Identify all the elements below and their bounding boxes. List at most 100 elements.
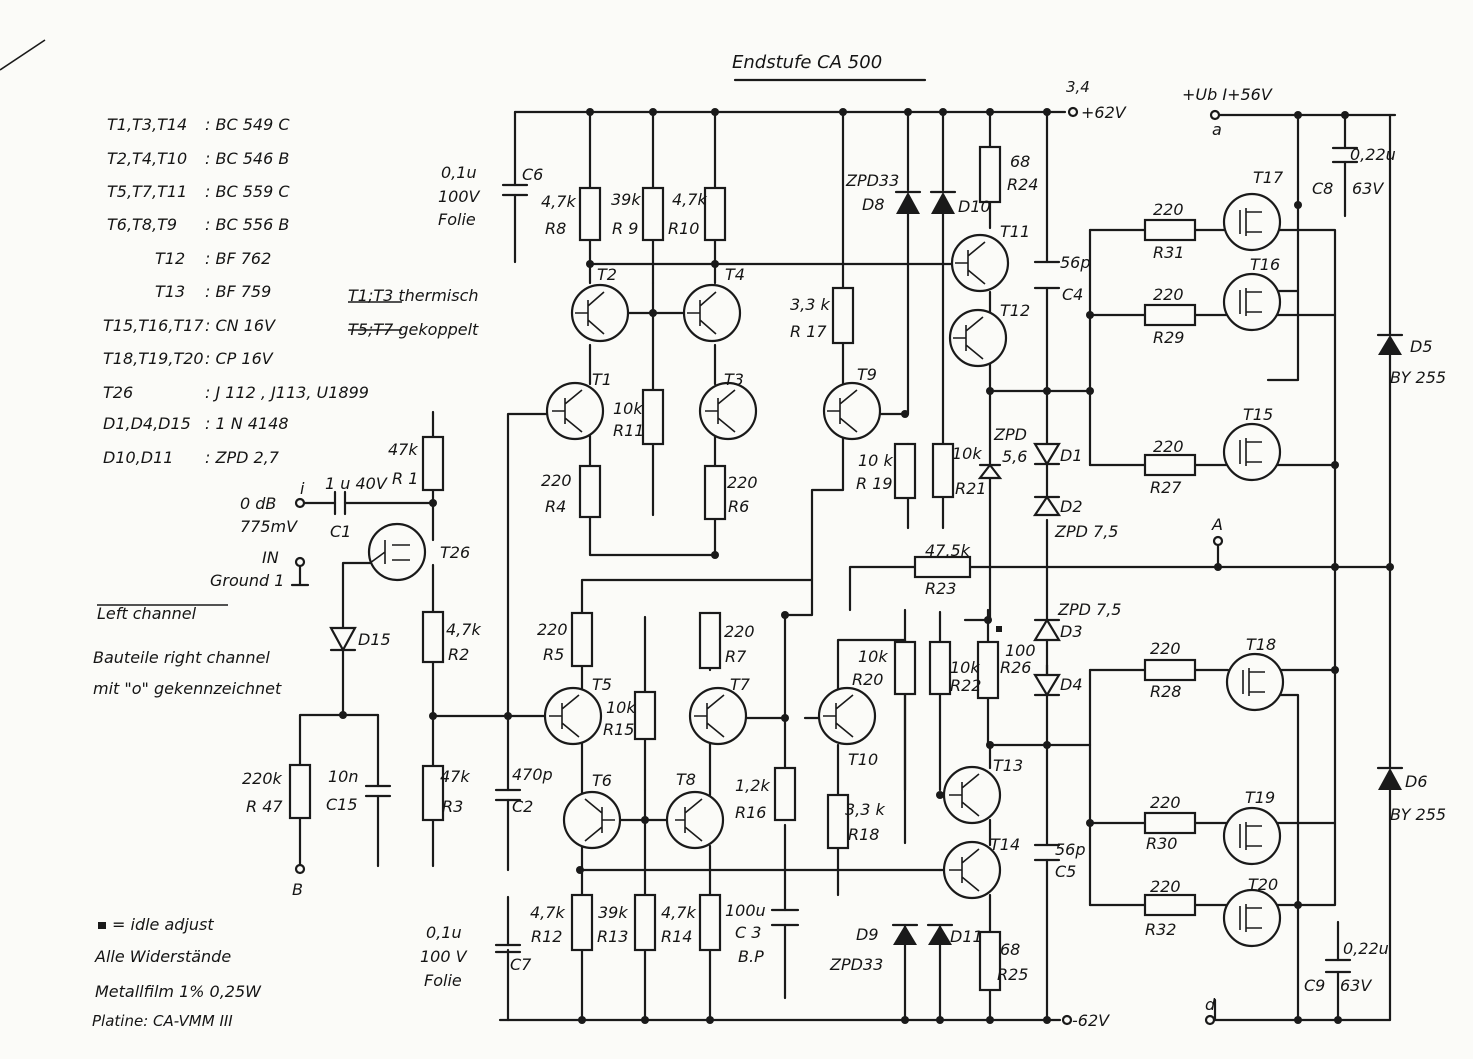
label: T10 xyxy=(848,750,878,769)
label: 220k xyxy=(242,769,283,788)
label: 0 dB xyxy=(240,494,276,513)
label: 10 k xyxy=(858,451,893,470)
label: ZPD33 xyxy=(845,171,899,190)
label: T3 xyxy=(724,370,744,389)
label: 220 xyxy=(1153,437,1184,456)
label: 0,1u xyxy=(426,923,462,942)
label: 47,5k xyxy=(925,541,971,560)
label: R 1 xyxy=(392,469,418,488)
label: R6 xyxy=(728,497,749,516)
wires xyxy=(298,110,1397,1022)
legend-key: T26 xyxy=(103,383,133,402)
label: A xyxy=(1211,515,1223,534)
label: BY 255 xyxy=(1390,368,1446,387)
label: +Ub I+56V xyxy=(1182,85,1273,104)
label: D9 xyxy=(856,925,879,944)
label: C6 xyxy=(522,165,543,184)
label: 39k xyxy=(598,903,628,922)
label: R20 xyxy=(852,670,883,689)
legend-val: : CN 16V xyxy=(205,316,276,335)
terminals xyxy=(294,106,1224,1026)
label: 39k xyxy=(611,190,641,209)
label: D10 xyxy=(958,197,991,216)
junctions xyxy=(339,108,1394,1024)
label: R12 xyxy=(531,927,562,946)
label: R7 xyxy=(725,647,747,666)
label: 3,3 k xyxy=(845,800,886,819)
label: 100 xyxy=(1005,641,1036,660)
legend-val: : BC 559 C xyxy=(205,182,290,201)
label: R4 xyxy=(545,497,566,516)
label: 68 xyxy=(1010,152,1030,171)
note-resistors: Metallfilm 1% 0,25W xyxy=(95,982,262,1001)
label: R30 xyxy=(1146,834,1177,853)
label: D6 xyxy=(1405,772,1428,791)
label: T11 xyxy=(1000,222,1030,241)
label: R2 xyxy=(448,645,469,664)
label: 1 u 40V xyxy=(325,474,388,493)
legend: T1,T3,T14: BC 549 C T2,T4,T10: BC 546 B … xyxy=(103,115,479,467)
label: T8 xyxy=(676,770,696,789)
label: C9 xyxy=(1304,976,1325,995)
legend-key: T18,T19,T20 xyxy=(103,349,204,368)
transistors xyxy=(367,192,1285,948)
label: 47k xyxy=(388,440,418,459)
label: 4,7k xyxy=(672,190,707,209)
label: 220 xyxy=(724,622,755,641)
label: Folie xyxy=(424,971,462,990)
legend-key: T13 xyxy=(155,282,185,301)
label: 220 xyxy=(1153,200,1184,219)
label: 0,22u xyxy=(1343,939,1389,958)
label: 220 xyxy=(1153,285,1184,304)
label: R 17 xyxy=(790,322,827,341)
label: Ground 1 xyxy=(210,571,284,590)
label: R 19 xyxy=(856,474,893,493)
label: 63V xyxy=(1340,976,1372,995)
label: 4,7k xyxy=(446,620,481,639)
label: R21 xyxy=(955,479,986,498)
label: T7 xyxy=(730,675,751,694)
legend-key: T1,T3,T14 xyxy=(107,115,187,134)
label: 3,4 xyxy=(1066,78,1090,96)
legend-key: T6,T8,T9 xyxy=(107,215,177,234)
label: R26 xyxy=(1000,658,1031,677)
label: B xyxy=(292,880,303,899)
label: 10k xyxy=(858,647,888,666)
label: R3 xyxy=(442,797,463,816)
label: T17 xyxy=(1253,168,1284,187)
label: C8 xyxy=(1312,179,1333,198)
legend-val: : BC 546 B xyxy=(205,149,289,168)
label: 63V xyxy=(1352,179,1384,198)
label: ZPD xyxy=(993,425,1027,444)
diodes xyxy=(329,190,1404,945)
label: T1 xyxy=(592,370,612,389)
label: 220 xyxy=(1150,877,1181,896)
label: C1 xyxy=(330,522,351,541)
legend-val: : CP 16V xyxy=(205,349,274,368)
label: 56p xyxy=(1055,840,1086,859)
label: T5 xyxy=(592,675,612,694)
label: R15 xyxy=(603,720,634,739)
label: 68 xyxy=(1000,940,1020,959)
legend-key: T12 xyxy=(155,249,185,268)
label: BY 255 xyxy=(1390,805,1446,824)
label: 470p xyxy=(512,765,553,784)
label: i xyxy=(300,479,305,498)
label: D2 xyxy=(1060,497,1083,516)
label: T2 xyxy=(597,265,617,284)
note-resistors: Alle Widerstände xyxy=(94,947,231,966)
legend-val: : BC 549 C xyxy=(205,115,290,134)
label: R14 xyxy=(661,927,692,946)
label: R24 xyxy=(1007,175,1038,194)
label: 47k xyxy=(440,767,470,786)
label: D3 xyxy=(1060,622,1083,641)
label: IN xyxy=(262,548,279,567)
legend-key: D10,D11 xyxy=(103,448,173,467)
label: d xyxy=(1205,995,1216,1014)
label: R10 xyxy=(668,219,699,238)
label: R16 xyxy=(735,803,766,822)
legend-key: T2,T4,T10 xyxy=(107,149,187,168)
label: B.P xyxy=(738,947,764,966)
